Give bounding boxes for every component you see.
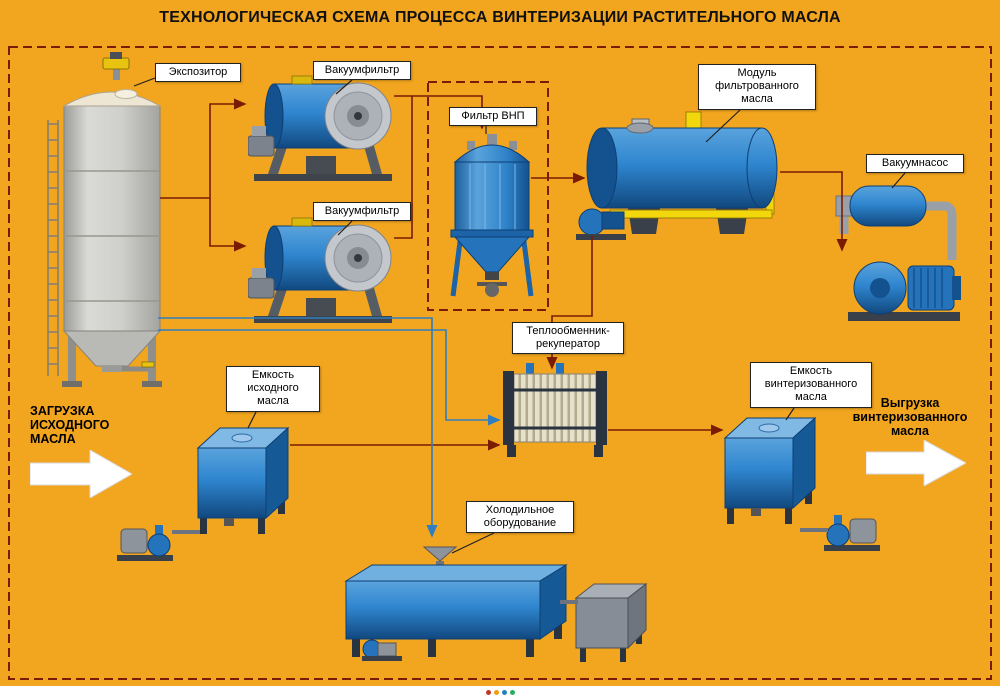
line-coolant-to-heat-exchanger [158,329,501,426]
winterized-oil-tank-illustration [723,416,817,524]
label-vacuum-filter-2: Вакуумфильтр [313,202,411,222]
vacuum-filter-2 [248,214,398,326]
label-winterized-oil-tank: Емкость винтеризованного масла [750,362,872,408]
output-flow-arrow-shape [865,439,968,487]
source-oil-tank-illustration [196,426,290,534]
label-refrigeration: Холодильное оборудование [466,501,574,534]
line-silo-to-filter2 [209,198,247,252]
filtered-oil-module [574,110,789,250]
expositor-silo [42,76,182,396]
condenser-box-illustration [574,582,648,662]
refrigeration-tank-illustration [344,546,568,661]
expositor-silo-illustration [47,89,162,387]
condenser-box [568,572,653,667]
refrigeration-tank [338,545,573,665]
footer-logo-dot-blue [501,690,507,695]
label-vnp-filter: Фильтр ВНП [449,107,537,127]
vacuum-filter-1-illustration [248,75,392,181]
output-flow-text: Выгрузка винтеризованного масла [852,396,968,438]
input-flow-text: ЗАГРУЗКА ИСХОДНОГО МАСЛА [30,404,110,446]
vnp-filter-vessel [437,134,547,306]
output-flow-arrow [865,439,968,487]
winterized-oil-tank [715,402,820,532]
label-vacuum-filter-1: Вакуумфильтр [313,61,411,81]
diagram-title: ТЕХНОЛОГИЧЕСКАЯ СХЕМА ПРОЦЕССА ВИНТЕРИЗА… [159,9,841,26]
silo-top-valve [98,52,134,82]
heat-exchanger-unit [500,358,610,463]
label-source-oil-tank: Емкость исходного масла [226,366,320,412]
label-expositor: Экспозитор [155,63,241,83]
footer-strip [0,686,1000,699]
vacuum-pump-unit [828,172,963,332]
silo-top-valve-illustration [102,52,130,80]
vnp-filter-illustration [450,134,534,297]
label-vacuum-pump: Вакуумнасос [866,154,964,174]
heat-exchanger-illustration [503,363,607,457]
label-heat-exchanger: Теплообменник-рекуператор [512,322,624,355]
vacuum-filter-1 [248,72,398,184]
winterized-oil-pump-illustration [824,515,880,551]
vacuum-pump-illustration [835,185,961,321]
source-oil-pump-illustration [117,525,173,561]
label-filtered-oil-module: Модуль фильтрованного масла [698,64,816,110]
footer-logo-dot-orange [493,690,499,695]
filtered-oil-module-illustration [576,111,778,240]
footer-logo-dot-green [509,690,515,695]
vacuum-filter-2-illustration [248,217,392,323]
footer-logo-dot-red [485,690,491,695]
source-oil-pump [115,515,175,563]
input-flow-arrow [29,449,134,499]
input-flow-arrow-shape [29,449,134,499]
winterized-oil-pump [822,505,882,553]
source-oil-tank [188,412,293,542]
